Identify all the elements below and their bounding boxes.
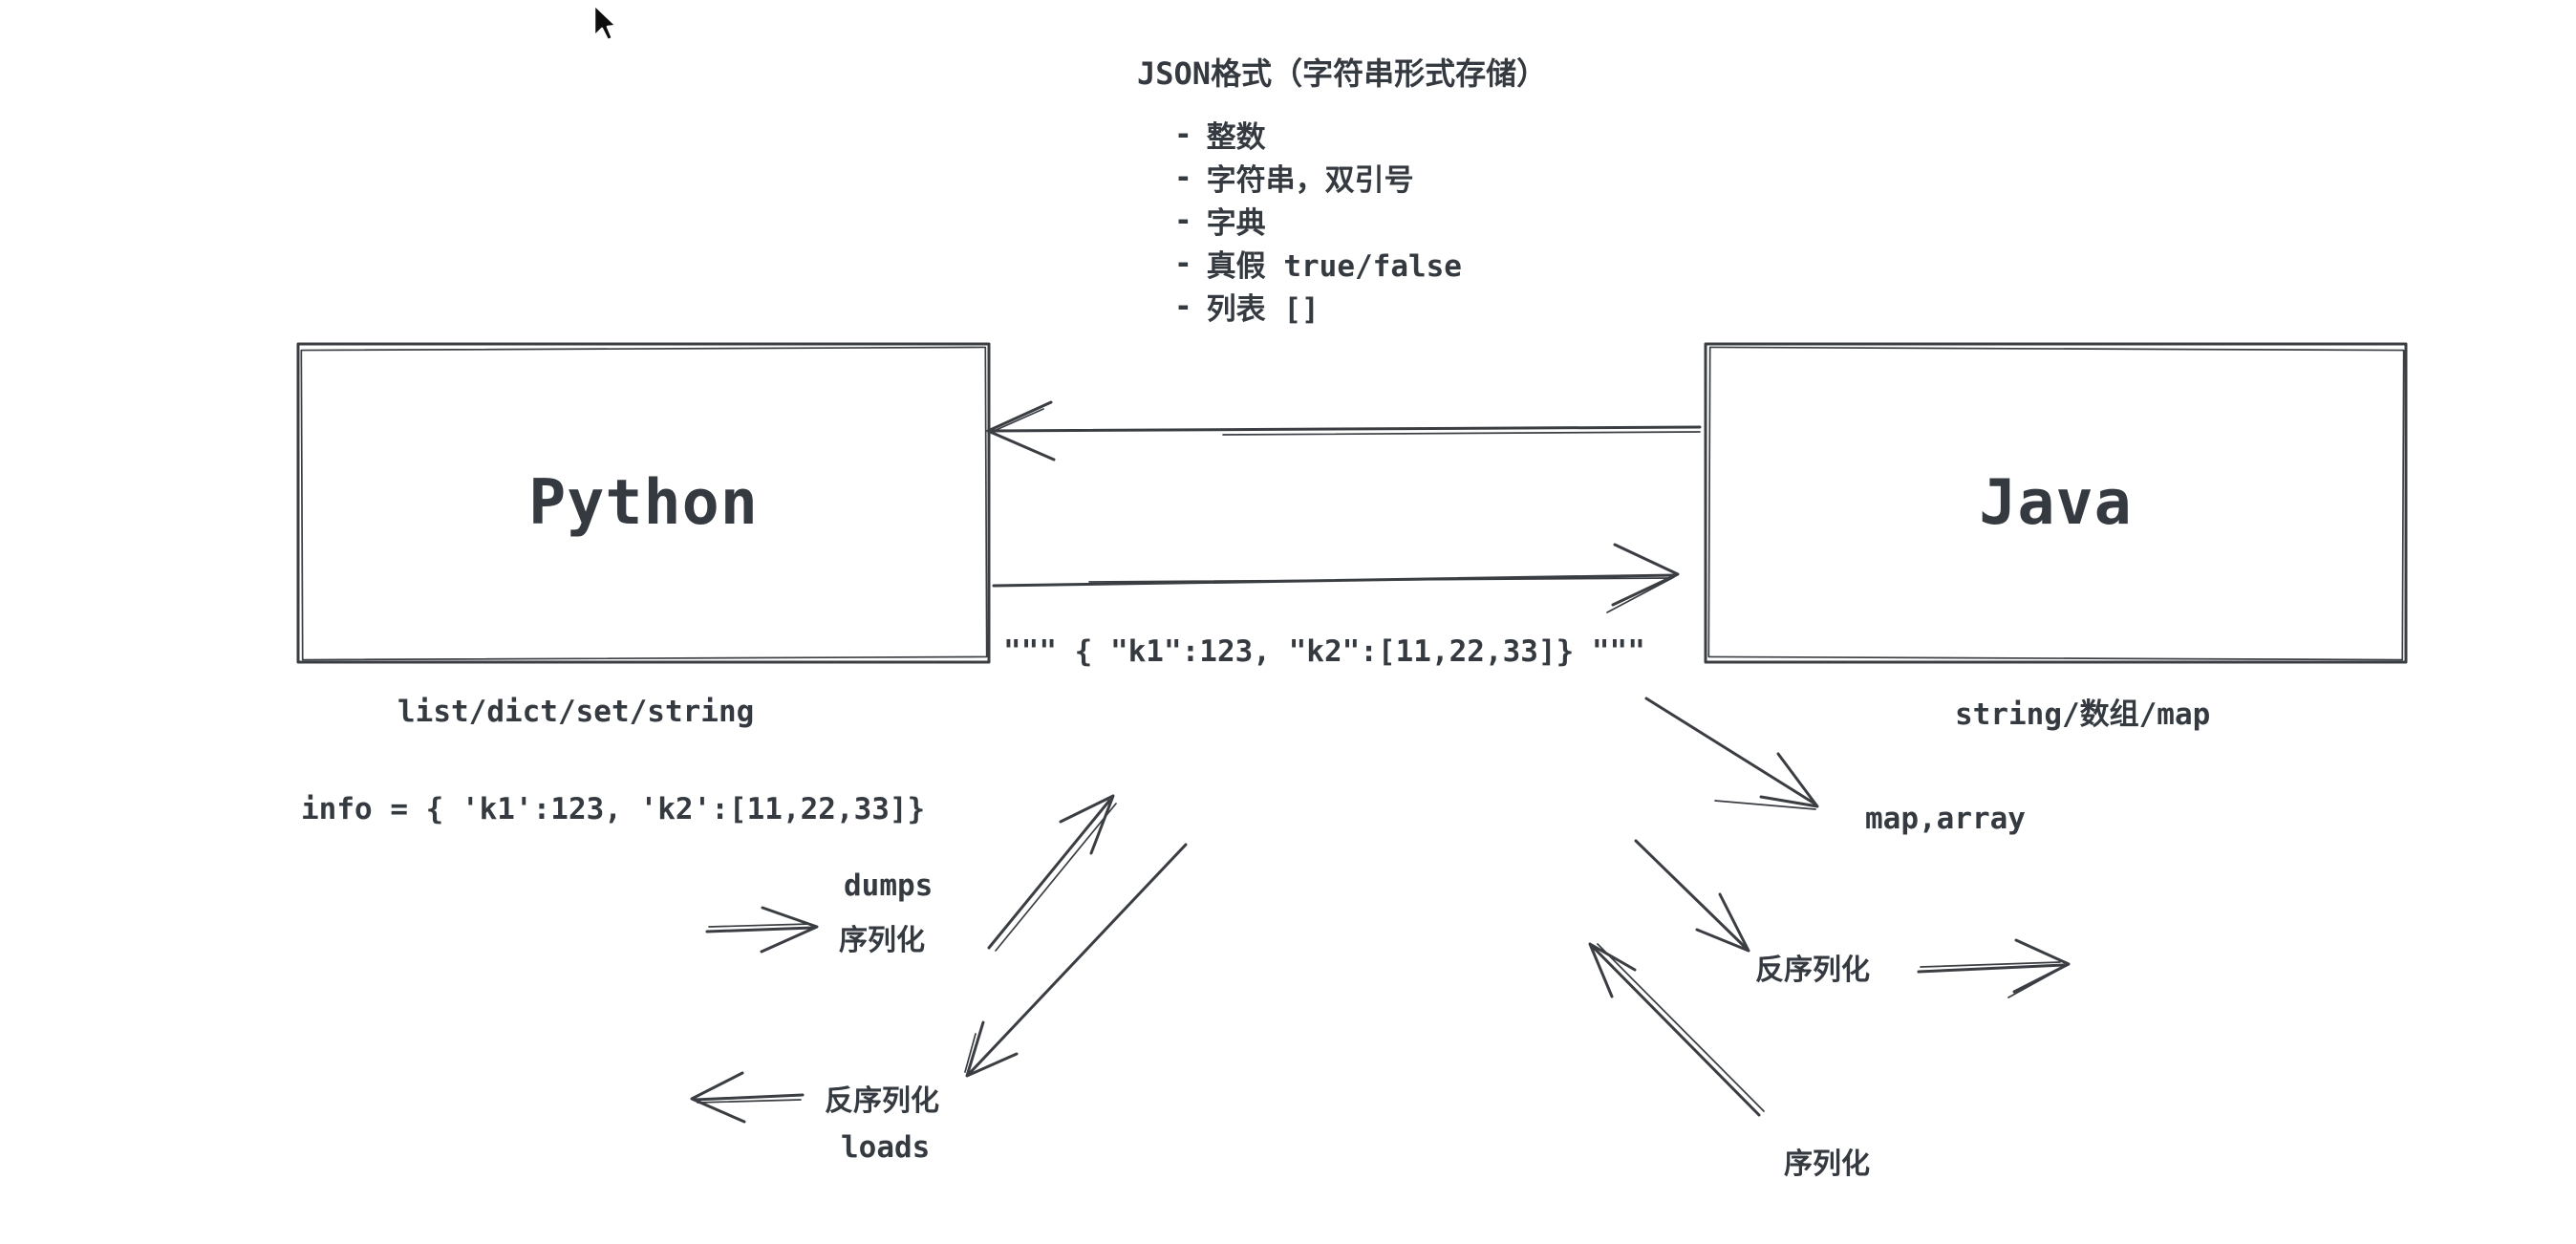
list-item-label: 真假 true/false — [1206, 249, 1462, 284]
arrow-serialize-diagonal-up — [987, 794, 1117, 952]
python-serialize-fn: dumps — [844, 869, 934, 903]
bullet-dash: - — [1174, 160, 1192, 195]
json-note-title: JSON格式（字符串形式存储） — [1137, 55, 1548, 92]
java-box-label: Java — [1979, 467, 2133, 539]
python-deserialize-fn: loads — [841, 1130, 931, 1165]
json-note-list: - 整数 - 字符串，双引号 - 字典 - 真假 true/false - 列表… — [1174, 113, 1462, 328]
arrow-maparray-to-deserialize — [1634, 839, 1750, 953]
java-deserialize-label: 反序列化 — [1755, 954, 1870, 987]
python-code-example: info = { 'k1':123, 'k2':[11,22,33]} — [301, 792, 926, 826]
python-box-label: Python — [528, 467, 759, 539]
java-types-caption: string/数组/map — [1955, 697, 2211, 732]
bullet-dash: - — [1174, 246, 1192, 281]
java-deserialized-types: map,array — [1865, 802, 2026, 836]
bullet-dash: - — [1174, 117, 1192, 152]
arrow-java-to-python — [986, 400, 1702, 461]
arrow-serialize-right-small — [705, 906, 819, 954]
arrow-java-to-maparray — [1644, 697, 1819, 810]
list-item-label: 字符串，双引号 — [1206, 163, 1414, 198]
mouse-cursor-icon — [592, 3, 618, 42]
bullet-dash: - — [1174, 203, 1192, 238]
list-item: - 整数 — [1174, 113, 1462, 156]
list-item: - 字典 — [1174, 199, 1462, 242]
java-box-outline — [1704, 342, 2408, 664]
arrow-deserialize-right — [1917, 938, 2071, 998]
python-serialize-label: 序列化 — [839, 924, 925, 957]
python-types-caption: list/dict/set/string — [397, 695, 755, 729]
arrow-python-to-java — [992, 543, 1680, 613]
arrow-deserialize-diagonal-down — [964, 843, 1188, 1078]
python-deserialize-label: 反序列化 — [825, 1084, 939, 1118]
bullet-dash: - — [1174, 289, 1192, 324]
list-item: - 列表 [] — [1174, 285, 1462, 328]
python-box-outline — [296, 342, 991, 664]
arrow-serialize-diagonal-upleft — [1588, 942, 1765, 1117]
json-string-example: """ { "k1":123, "k2":[11,22,33]} """ — [1003, 634, 1645, 669]
java-serialize-label: 序列化 — [1784, 1147, 1870, 1181]
list-item-label: 字典 — [1206, 206, 1266, 241]
list-item-label: 列表 [] — [1206, 292, 1320, 327]
list-item: - 真假 true/false — [1174, 242, 1462, 285]
arrow-loads-left — [690, 1071, 805, 1124]
list-item-label: 整数 — [1206, 120, 1266, 155]
list-item: - 字符串，双引号 — [1174, 156, 1462, 199]
